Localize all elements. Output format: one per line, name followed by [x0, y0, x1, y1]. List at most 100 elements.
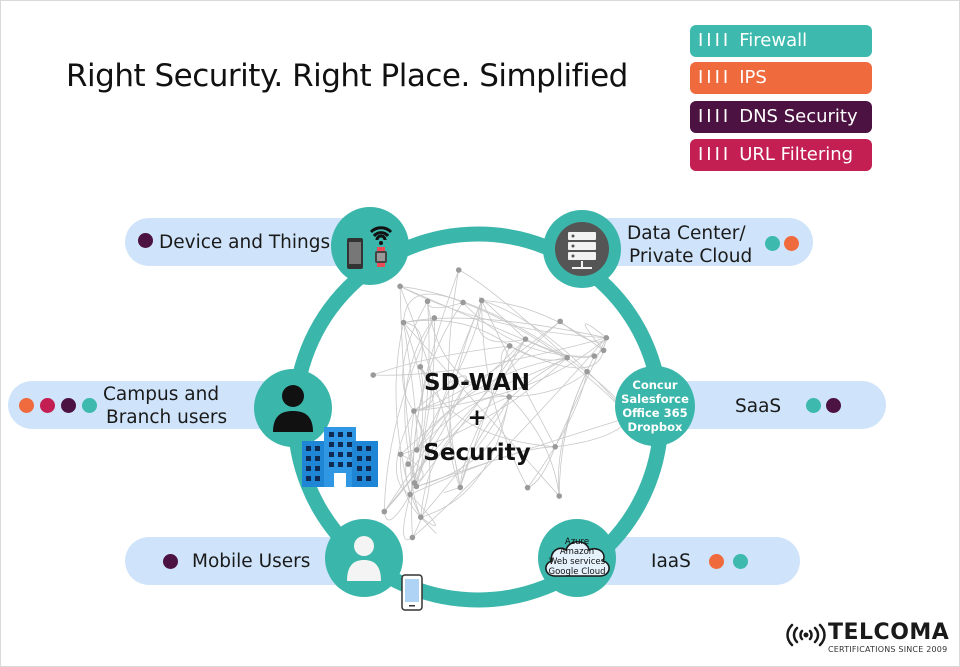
campus-dot-2	[40, 398, 55, 413]
iaas-dot-1	[709, 554, 724, 569]
user-icon	[273, 385, 313, 432]
iaas-cloud: Azure	[564, 537, 590, 547]
mesh-link	[458, 269, 568, 358]
mesh-link	[462, 302, 631, 418]
mesh-node	[397, 451, 404, 458]
mesh-link	[405, 449, 422, 518]
mesh-link	[412, 337, 607, 538]
saas-label: SaaS	[735, 396, 782, 417]
mesh-link	[420, 396, 510, 518]
mesh-link	[383, 317, 435, 512]
campus-dot-3	[61, 398, 76, 413]
mesh-link	[449, 300, 483, 488]
mesh-node	[411, 408, 417, 414]
legend-bars: IIII	[698, 106, 732, 127]
saas-node: Concur Salesforce Office 365 Dropbox	[615, 366, 695, 446]
campus-node	[254, 369, 332, 447]
iaas-pill	[585, 537, 800, 585]
mesh-node	[506, 343, 513, 349]
mesh-link	[420, 516, 437, 534]
mesh-node	[405, 461, 411, 467]
mesh-link	[399, 285, 607, 339]
mesh-link	[427, 301, 510, 398]
mesh-link	[448, 269, 461, 488]
center-line-1: SD-WAN	[424, 370, 530, 396]
mesh-node	[478, 297, 485, 304]
saas-app: Concur	[632, 378, 678, 392]
mesh-link	[400, 357, 568, 455]
device-node	[331, 207, 409, 285]
mesh-link	[478, 297, 526, 340]
mesh-link	[481, 300, 528, 488]
iot-devices-icon	[347, 226, 393, 269]
saas-app: Salesforce	[621, 392, 689, 406]
mesh-node	[455, 267, 462, 273]
mesh-link	[412, 410, 431, 538]
mesh-link	[554, 337, 607, 447]
saas-apps: Concur Salesforce Office 365 Dropbox	[621, 378, 689, 434]
mesh-lines	[373, 269, 631, 541]
iaas-cloud: Google Cloud	[548, 567, 606, 577]
mesh-link	[459, 345, 511, 488]
mesh-link	[508, 396, 560, 497]
mesh-link	[420, 396, 510, 518]
campus-dot-1	[19, 398, 34, 413]
mesh-link	[383, 494, 411, 521]
mesh-link	[413, 321, 561, 412]
mesh-link	[410, 410, 422, 518]
legend-label: URL Filtering	[739, 144, 854, 165]
device-label: Device and Things	[159, 232, 331, 253]
mesh-node	[457, 484, 464, 491]
cloud-icon	[545, 540, 610, 577]
mesh-link	[402, 301, 428, 412]
mesh-node	[381, 508, 388, 515]
saas-app: Dropbox	[627, 420, 683, 434]
saas-dot-1	[806, 398, 821, 413]
mesh-node	[603, 334, 610, 341]
datacenter-label-line1: Data Center/	[627, 223, 746, 244]
page-title: Right Security. Right Place. Simplified	[66, 58, 628, 94]
mesh-node	[460, 299, 466, 306]
mesh-link	[413, 357, 568, 412]
mesh-node	[370, 372, 377, 378]
datacenter-dot-2	[784, 236, 799, 251]
mesh-link	[399, 285, 568, 359]
mesh-node	[397, 283, 403, 290]
mesh-link	[413, 337, 607, 412]
campus-label-line1: Campus and	[103, 384, 220, 405]
mesh-link	[384, 382, 467, 512]
mobile-user-icon	[347, 536, 381, 581]
device-pill	[125, 218, 370, 266]
mesh-node	[524, 484, 531, 491]
mesh-link	[584, 323, 607, 351]
iaas-label: IaaS	[651, 551, 691, 572]
datacenter-label-line2: Private Cloud	[629, 246, 753, 267]
mesh-link	[509, 345, 605, 369]
campus-label-line2: Branch users	[106, 407, 228, 428]
mesh-link	[411, 302, 464, 538]
mesh-link	[416, 396, 510, 451]
iaas-cloud-list: Azure Amazon Web services Google Cloud	[541, 537, 613, 577]
server-rack-icon	[555, 222, 609, 276]
signal-waves-icon	[786, 623, 826, 647]
mesh-node	[522, 336, 529, 342]
mesh-node	[584, 368, 590, 375]
iaas-cloud: Amazon	[559, 547, 595, 557]
mesh-node	[424, 298, 431, 305]
mesh-link	[409, 494, 436, 527]
mesh-link	[420, 396, 510, 518]
mesh-node	[431, 315, 438, 321]
mesh-link	[559, 321, 607, 343]
logo-tagline: CERTIFICATIONS SINCE 2009	[828, 645, 948, 654]
mesh-link	[481, 300, 604, 351]
mobile-dot-1	[163, 554, 178, 569]
mesh-link	[525, 337, 607, 358]
mesh-node	[506, 394, 512, 400]
mesh-node	[552, 443, 559, 450]
mesh-node	[409, 534, 416, 541]
iaas-dot-2	[733, 554, 748, 569]
mobile-label: Mobile Users	[192, 551, 311, 572]
mesh-link	[416, 300, 483, 451]
